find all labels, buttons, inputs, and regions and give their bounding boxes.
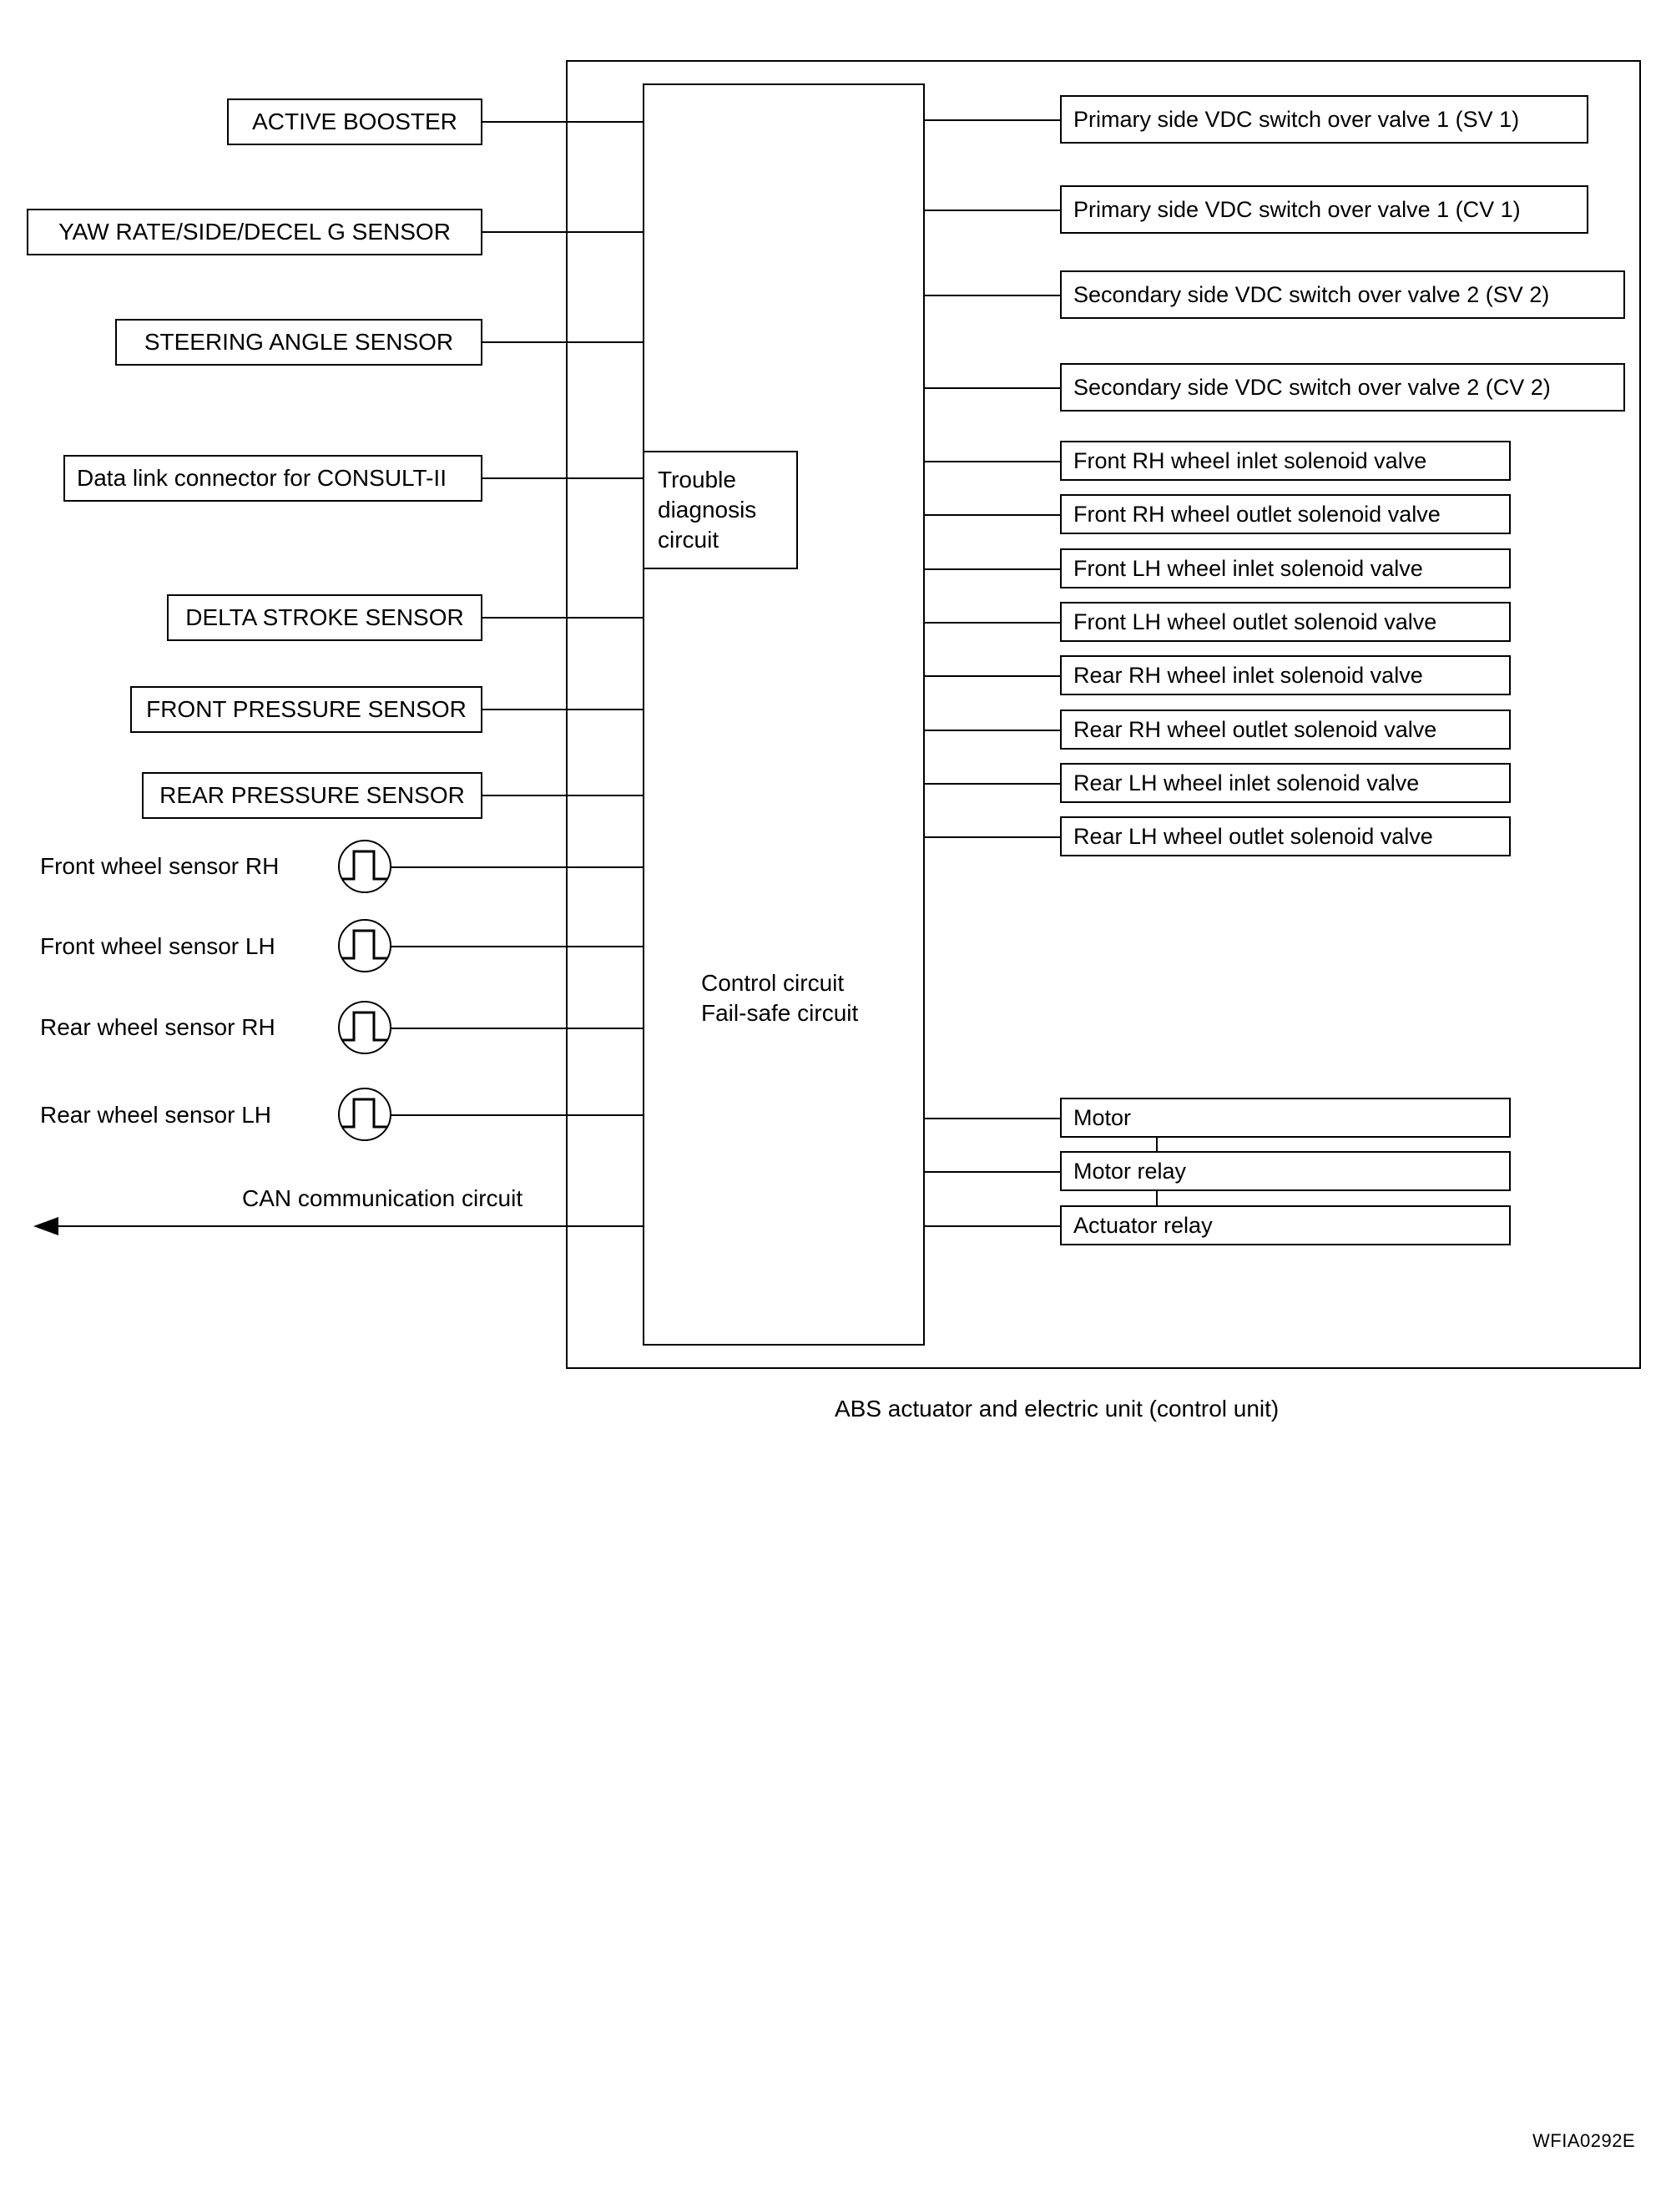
output-box-rear-rh-inlet-solenoid[interactable]: Rear RH wheel inlet solenoid valve xyxy=(1060,655,1511,695)
can-communication-line xyxy=(52,1225,643,1227)
input-label: STEERING ANGLE SENSOR xyxy=(144,329,454,355)
figure-code-text: WFIA0292E xyxy=(1532,2130,1636,2151)
input-box-yaw-rate-side-decel-g-sensor[interactable]: YAW RATE/SIDE/DECEL G SENSOR xyxy=(27,209,482,255)
wheel-sensor-label-rear-lh: Rear wheel sensor LH xyxy=(40,1102,271,1129)
connector-rear-lh-inlet xyxy=(925,783,1060,785)
can-label-text: CAN communication circuit xyxy=(242,1185,523,1211)
input-box-active-booster[interactable]: ACTIVE BOOSTER xyxy=(227,98,482,145)
connector-steering-angle-sensor xyxy=(482,341,643,343)
input-box-data-link-connector[interactable]: Data link connector for CONSULT-II xyxy=(63,455,482,502)
input-label: FRONT PRESSURE SENSOR xyxy=(146,696,467,722)
connector-rear-wheel-sensor-rh xyxy=(391,1028,643,1029)
connector-active-booster xyxy=(482,121,643,123)
connector-motor-relay xyxy=(925,1171,1060,1173)
output-box-rear-rh-outlet-solenoid[interactable]: Rear RH wheel outlet solenoid valve xyxy=(1060,710,1511,750)
control-unit-box xyxy=(643,83,925,1346)
output-label: Secondary side VDC switch over valve 2 (… xyxy=(1073,281,1550,307)
input-label: Data link connector for CONSULT-II xyxy=(77,465,447,491)
abs-actuator-container xyxy=(566,60,1641,1369)
output-label: Rear LH wheel outlet solenoid valve xyxy=(1073,823,1433,849)
input-label: DELTA STROKE SENSOR xyxy=(185,604,464,630)
output-label: Rear RH wheel outlet solenoid valve xyxy=(1073,716,1437,742)
wheel-sensor-label-front-lh: Front wheel sensor LH xyxy=(40,933,275,960)
connector-delta-stroke-sensor xyxy=(482,617,643,619)
wheel-sensor-text: Rear wheel sensor RH xyxy=(40,1014,275,1040)
output-box-primary-cv1[interactable]: Primary side VDC switch over valve 1 (CV… xyxy=(1060,185,1588,234)
control-circuit-label: Control circuit Fail-safe circuit xyxy=(701,970,859,1026)
pulse-waveform-icon xyxy=(337,918,392,973)
diagram-caption: ABS actuator and electric unit (control … xyxy=(835,1396,1279,1422)
output-label: Front LH wheel inlet solenoid valve xyxy=(1073,555,1423,581)
trouble-diagnosis-circuit-box: Trouble diagnosis circuit xyxy=(643,451,798,569)
output-box-rear-lh-inlet-solenoid[interactable]: Rear LH wheel inlet solenoid valve xyxy=(1060,763,1511,803)
output-label: Secondary side VDC switch over valve 2 (… xyxy=(1073,374,1551,400)
wheel-sensor-text: Front wheel sensor RH xyxy=(40,853,280,879)
wheel-sensor-text: Rear wheel sensor LH xyxy=(40,1102,272,1128)
connector-cv2 xyxy=(925,387,1060,389)
input-label: YAW RATE/SIDE/DECEL G SENSOR xyxy=(58,219,451,245)
connector-front-pressure-sensor xyxy=(482,709,643,710)
connector-sv1 xyxy=(925,119,1060,121)
pulse-waveform-icon xyxy=(337,1000,392,1055)
input-box-front-pressure-sensor[interactable]: FRONT PRESSURE SENSOR xyxy=(130,686,482,733)
connector-sv2 xyxy=(925,295,1060,296)
output-label: Front RH wheel inlet solenoid valve xyxy=(1073,447,1427,473)
output-box-actuator-relay[interactable]: Actuator relay xyxy=(1060,1205,1511,1245)
connector-rear-pressure-sensor xyxy=(482,795,643,796)
link-motor-to-motor-relay xyxy=(1156,1138,1158,1153)
connector-front-lh-inlet xyxy=(925,568,1060,570)
connector-rear-rh-inlet xyxy=(925,675,1060,677)
connector-data-link-connector xyxy=(482,477,643,479)
can-arrow-icon xyxy=(33,1214,62,1243)
output-box-motor-relay[interactable]: Motor relay xyxy=(1060,1151,1511,1191)
caption-text: ABS actuator and electric unit (control … xyxy=(835,1396,1280,1422)
connector-motor xyxy=(925,1118,1060,1119)
input-label: REAR PRESSURE SENSOR xyxy=(159,782,465,808)
connector-yaw-rate-sensor xyxy=(482,231,643,233)
output-label: Motor relay xyxy=(1073,1158,1187,1184)
output-label: Front RH wheel outlet solenoid valve xyxy=(1073,501,1441,527)
wheel-sensor-label-front-rh: Front wheel sensor RH xyxy=(40,853,279,880)
output-label: Motor xyxy=(1073,1104,1132,1130)
connector-front-rh-inlet xyxy=(925,461,1060,462)
output-box-secondary-sv2[interactable]: Secondary side VDC switch over valve 2 (… xyxy=(1060,270,1625,319)
can-communication-circuit-label: CAN communication circuit xyxy=(242,1185,523,1212)
connector-rear-lh-outlet xyxy=(925,836,1060,838)
output-label: Front LH wheel outlet solenoid valve xyxy=(1073,609,1437,634)
output-box-primary-sv1[interactable]: Primary side VDC switch over valve 1 (SV… xyxy=(1060,95,1588,144)
output-label: Primary side VDC switch over valve 1 (CV… xyxy=(1073,196,1521,222)
connector-rear-rh-outlet xyxy=(925,730,1060,731)
connector-actuator-relay xyxy=(925,1225,1060,1227)
connector-front-wheel-sensor-rh xyxy=(391,866,643,868)
output-box-front-rh-inlet-solenoid[interactable]: Front RH wheel inlet solenoid valve xyxy=(1060,441,1511,481)
connector-cv1 xyxy=(925,210,1060,211)
connector-front-wheel-sensor-lh xyxy=(391,946,643,947)
output-box-front-lh-outlet-solenoid[interactable]: Front LH wheel outlet solenoid valve xyxy=(1060,602,1511,642)
input-box-delta-stroke-sensor[interactable]: DELTA STROKE SENSOR xyxy=(167,594,482,641)
input-box-rear-pressure-sensor[interactable]: REAR PRESSURE SENSOR xyxy=(142,772,482,819)
connector-front-rh-outlet xyxy=(925,514,1060,516)
input-label: ACTIVE BOOSTER xyxy=(252,109,457,134)
output-box-front-rh-outlet-solenoid[interactable]: Front RH wheel outlet solenoid valve xyxy=(1060,494,1511,534)
connector-rear-wheel-sensor-lh xyxy=(391,1114,643,1116)
pulse-waveform-icon xyxy=(337,1087,392,1142)
output-box-motor[interactable]: Motor xyxy=(1060,1098,1511,1138)
output-label: Primary side VDC switch over valve 1 (SV… xyxy=(1073,106,1520,132)
output-box-rear-lh-outlet-solenoid[interactable]: Rear LH wheel outlet solenoid valve xyxy=(1060,816,1511,856)
wheel-sensor-text: Front wheel sensor LH xyxy=(40,933,275,959)
input-box-steering-angle-sensor[interactable]: STEERING ANGLE SENSOR xyxy=(115,319,482,366)
wheel-sensor-label-rear-rh: Rear wheel sensor RH xyxy=(40,1014,275,1041)
pulse-waveform-icon xyxy=(337,839,392,894)
output-label: Rear RH wheel inlet solenoid valve xyxy=(1073,662,1423,688)
trouble-diagnosis-circuit-label: Trouble diagnosis circuit xyxy=(658,467,757,553)
connector-front-lh-outlet xyxy=(925,622,1060,624)
output-box-front-lh-inlet-solenoid[interactable]: Front LH wheel inlet solenoid valve xyxy=(1060,548,1511,588)
figure-code: WFIA0292E xyxy=(1532,2130,1635,2152)
output-label: Rear LH wheel inlet solenoid valve xyxy=(1073,770,1420,795)
output-box-secondary-cv2[interactable]: Secondary side VDC switch over valve 2 (… xyxy=(1060,363,1625,412)
link-motor-relay-to-actuator-relay xyxy=(1156,1191,1158,1206)
output-label: Actuator relay xyxy=(1073,1212,1213,1238)
